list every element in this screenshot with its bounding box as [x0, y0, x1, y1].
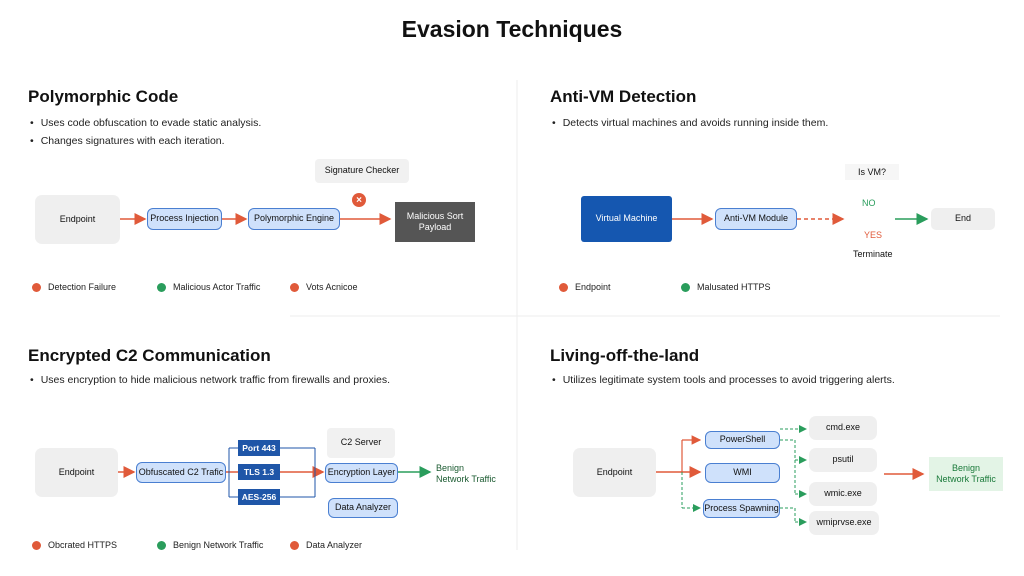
c2-bullet: Uses encryption to hide malicious networ…	[30, 374, 390, 386]
blocked-x-icon: ×	[352, 193, 366, 207]
lotl-title: Living-off-the-land	[550, 346, 700, 365]
psutil-node: psutil	[809, 448, 877, 472]
is-vm-decision: Is VM?	[845, 164, 899, 180]
process-spawning-node: Process Spawning	[703, 499, 780, 518]
tls-badge: TLS 1.3	[238, 464, 280, 480]
payload-node: Malicious Sort Payload	[395, 202, 475, 242]
orange-dot-icon	[32, 282, 41, 292]
legend-item: Benign Network Traffic	[157, 540, 263, 550]
terminate-label: Terminate	[853, 249, 893, 259]
polymorphic-bullet: Changes signatures with each iteration.	[30, 135, 225, 147]
legend-label: Vots Acnicoe	[306, 282, 358, 292]
endpoint-node: Endpoint	[573, 448, 656, 497]
polymorphic-engine-node: Polymorphic Engine	[248, 208, 340, 230]
legend-label: Endpoint	[575, 282, 611, 292]
orange-dot-icon	[290, 282, 299, 292]
process-injection-node: Process Injection	[147, 208, 222, 230]
legend-item: Malusated HTTPS	[681, 282, 771, 292]
powershell-node: PowerShell	[705, 431, 780, 449]
virtual-machine-node: Virtual Machine	[581, 196, 672, 242]
green-dot-icon	[157, 282, 166, 292]
obfuscated-traffic-node: Obfuscated C2 Trafic	[136, 462, 226, 483]
green-dot-icon	[157, 540, 166, 550]
payload-label-line1: Malicious Sort	[406, 210, 464, 221]
page-title: Evasion Techniques	[401, 16, 623, 42]
polymorphic-bullet: Uses code obfuscation to evade static an…	[30, 117, 262, 129]
antivm-module-node: Anti-VM Module	[715, 208, 797, 230]
no-label: NO	[862, 198, 876, 208]
green-dot-icon	[681, 282, 690, 292]
payload-label-line2: Payload	[418, 222, 452, 232]
legend-item: Malicious Actor Traffic	[157, 282, 260, 292]
legend-label: Malusated HTTPS	[697, 282, 771, 292]
lotl-bullet: Utilizes legitimate system tools and pro…	[552, 374, 895, 386]
polymorphic-title: Polymorphic Code	[28, 87, 179, 106]
benign-traffic-label: Benign Network Traffic	[436, 463, 496, 486]
legend-item: Data Analyzer	[290, 540, 362, 550]
legend-label: Data Analyzer	[306, 540, 363, 550]
legend-label: Malicious Actor Traffic	[173, 282, 261, 292]
encryption-layer-node: Encryption Layer	[325, 463, 398, 483]
port-badge: Port 443	[238, 440, 280, 456]
c2-server-node: C2 Server	[327, 428, 395, 458]
orange-dot-icon	[32, 540, 41, 550]
legend-label: Benign Network Traffic	[173, 540, 264, 550]
legend-label: Obcrated HTTPS	[48, 540, 118, 550]
benign-line1: Benign	[951, 462, 981, 473]
aes-badge: AES-256	[238, 489, 280, 505]
legend-item: Vots Acnicoe	[290, 282, 358, 292]
benign-traffic-node: Benign Network Traffic	[929, 457, 1003, 491]
antivm-bullet: Detects virtual machines and avoids runn…	[552, 117, 829, 129]
endpoint-node: Endpoint	[35, 195, 120, 244]
legend-item: Endpoint	[559, 282, 611, 292]
legend-item: Obcrated HTTPS	[32, 540, 117, 550]
legend-label: Detection Failure	[48, 282, 117, 292]
legend-item: Detection Failure	[32, 282, 116, 292]
data-analyzer-node: Data Analyzer	[328, 498, 398, 518]
signature-checker-node: Signature Checker	[315, 159, 409, 183]
wmi-node: WMI	[705, 463, 780, 483]
benign-line1: Benign	[436, 463, 465, 473]
antivm-title: Anti-VM Detection	[550, 87, 697, 106]
yes-label: YES	[864, 230, 883, 240]
endpoint-node: Endpoint	[35, 448, 118, 497]
wmic-exe-node: wmic.exe	[809, 482, 877, 506]
orange-dot-icon	[290, 540, 299, 550]
orange-dot-icon	[559, 282, 568, 292]
c2-title: Encrypted C2 Communication	[28, 346, 271, 365]
end-node: End	[931, 208, 995, 230]
wmiprvse-exe-node: wmiprvse.exe	[809, 511, 879, 535]
benign-line2: Network Traffic	[436, 474, 496, 485]
cmd-exe-node: cmd.exe	[809, 416, 877, 440]
benign-line2: Network Traffic	[936, 474, 996, 484]
